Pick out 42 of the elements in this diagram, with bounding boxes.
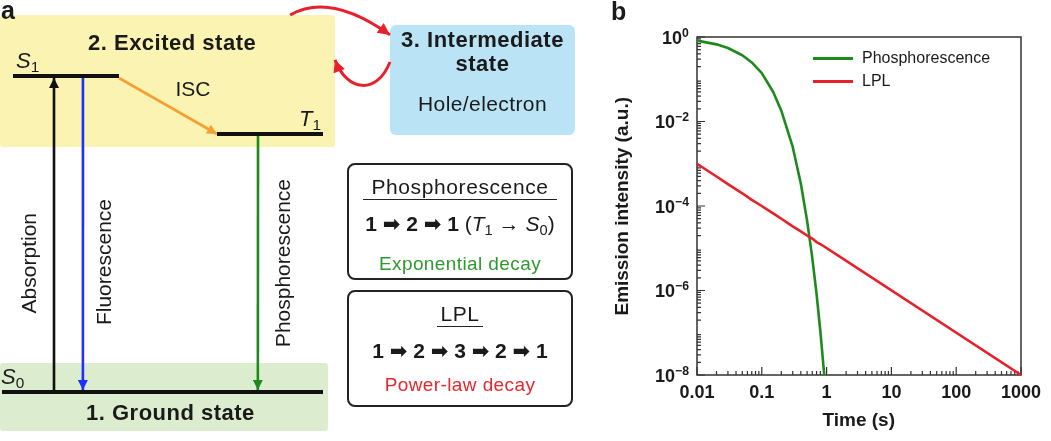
state-box — [390, 25, 575, 135]
axis-title: Time (s) — [822, 409, 895, 431]
summary-box — [347, 163, 573, 280]
tick-label: 10$^{−6}$ — [655, 278, 689, 301]
edge-label: ISC — [175, 77, 211, 101]
level-label: S$_{1}$ — [16, 48, 40, 76]
legend-label: Phosphorescence — [862, 48, 991, 68]
edge-label: Fluorescence — [92, 199, 116, 326]
level-label: T$_{1}$ — [299, 106, 321, 134]
curved-arrow — [289, 5, 391, 37]
box-text: Hole/electron — [418, 92, 547, 116]
tick-label: 1 — [821, 382, 832, 402]
decay-label: Power-law decay — [384, 374, 536, 396]
edge-label: Phosphorescence — [271, 179, 295, 348]
arrow — [49, 78, 59, 390]
box-heading: Phosphorescence — [363, 175, 557, 200]
box-title: 3. Intermediate state — [400, 28, 565, 76]
curved-arrow — [333, 59, 392, 87]
edge-label: Absorption — [17, 213, 41, 314]
panel-letter: a — [1, 0, 15, 25]
tick-label: 1000 — [1001, 382, 1042, 402]
arrow — [118, 76, 218, 136]
tick-label: 10$^{−2}$ — [655, 109, 689, 132]
arrow — [77, 78, 88, 390]
axis-title: Emission intensity (a.u.) — [611, 96, 633, 316]
tick-label: 10 — [881, 382, 902, 402]
energy-band — [0, 363, 328, 431]
tick-label: 0.1 — [749, 382, 775, 402]
level-label: S$_{0}$ — [1, 364, 25, 392]
arrow — [252, 136, 263, 390]
transition-sequence: 1 ➡ 2 ➡ 3 ➡ 2 ➡ 1 — [372, 339, 548, 363]
box-heading: LPL — [437, 302, 483, 327]
summary-box — [347, 290, 573, 407]
transition-sequence: 1 ➡ 2 ➡ 1 (T$_{1}$ → S$_{0}$) — [365, 212, 555, 240]
tick-label: 100 — [941, 382, 972, 402]
tick-label: 10$^{0}$ — [662, 24, 689, 48]
tick-label: 10$^{−4}$ — [655, 193, 689, 217]
legend-label: LPL — [862, 71, 891, 91]
panel-letter: b — [611, 0, 627, 26]
decay-label: Exponential decay — [378, 252, 542, 275]
band-title: 2. Excited state — [88, 30, 257, 56]
band-title: 1. Ground state — [86, 400, 255, 426]
